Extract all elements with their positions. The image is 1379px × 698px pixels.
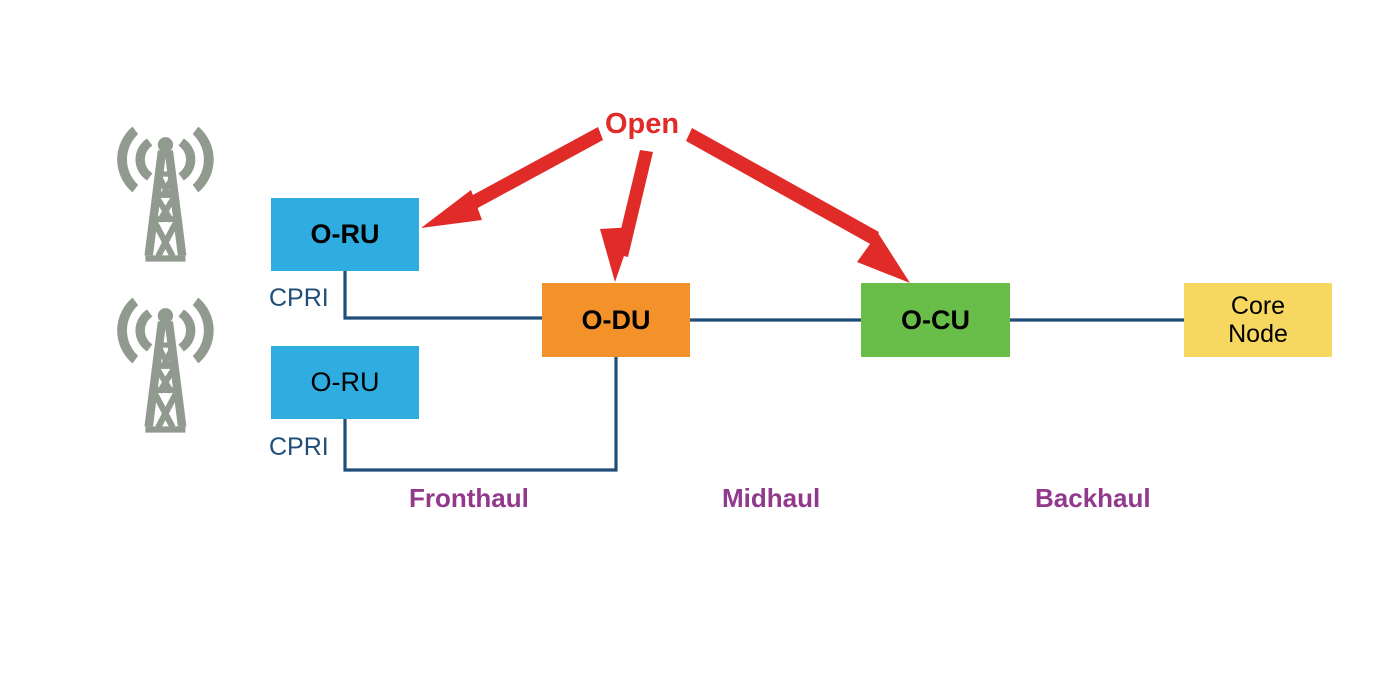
segment-label-midhaul: Midhaul [722,483,821,513]
open-annotation-label: Open [605,108,680,140]
antenna-tower-icon-top [117,126,214,262]
node-label-o-ru-top: O-RU [310,219,380,250]
link-oru-top-to-odu [343,269,544,320]
open-arrow-to-o-ru [421,127,603,228]
node-label-o-cu: O-CU [901,304,970,335]
open-arrow-to-o-cu [686,128,910,283]
link-oru-bottom-to-odu [343,355,618,472]
node-label-o-ru-bottom: O-RU [310,367,380,398]
antenna-tower-icon-bottom [117,297,214,433]
node-o-ru-bottom[interactable]: O-RU [271,346,419,419]
node-o-du[interactable]: O-DU [542,283,690,357]
node-label-core-node: Core Node [1228,292,1288,348]
link-lines [343,269,1186,472]
link-label-cpri-top: CPRI [269,284,329,312]
open-annotation-arrows [421,127,910,283]
segment-label-fronthaul: Fronthaul [409,483,529,513]
link-label-cpri-bottom: CPRI [269,433,329,461]
segment-label-backhaul: Backhaul [1035,483,1151,513]
node-core-node[interactable]: Core Node [1184,283,1332,357]
node-label-o-du: O-DU [581,304,651,335]
open-arrow-to-o-du [600,150,653,282]
node-o-cu[interactable]: O-CU [861,283,1010,357]
node-o-ru-top[interactable]: O-RU [271,198,419,271]
